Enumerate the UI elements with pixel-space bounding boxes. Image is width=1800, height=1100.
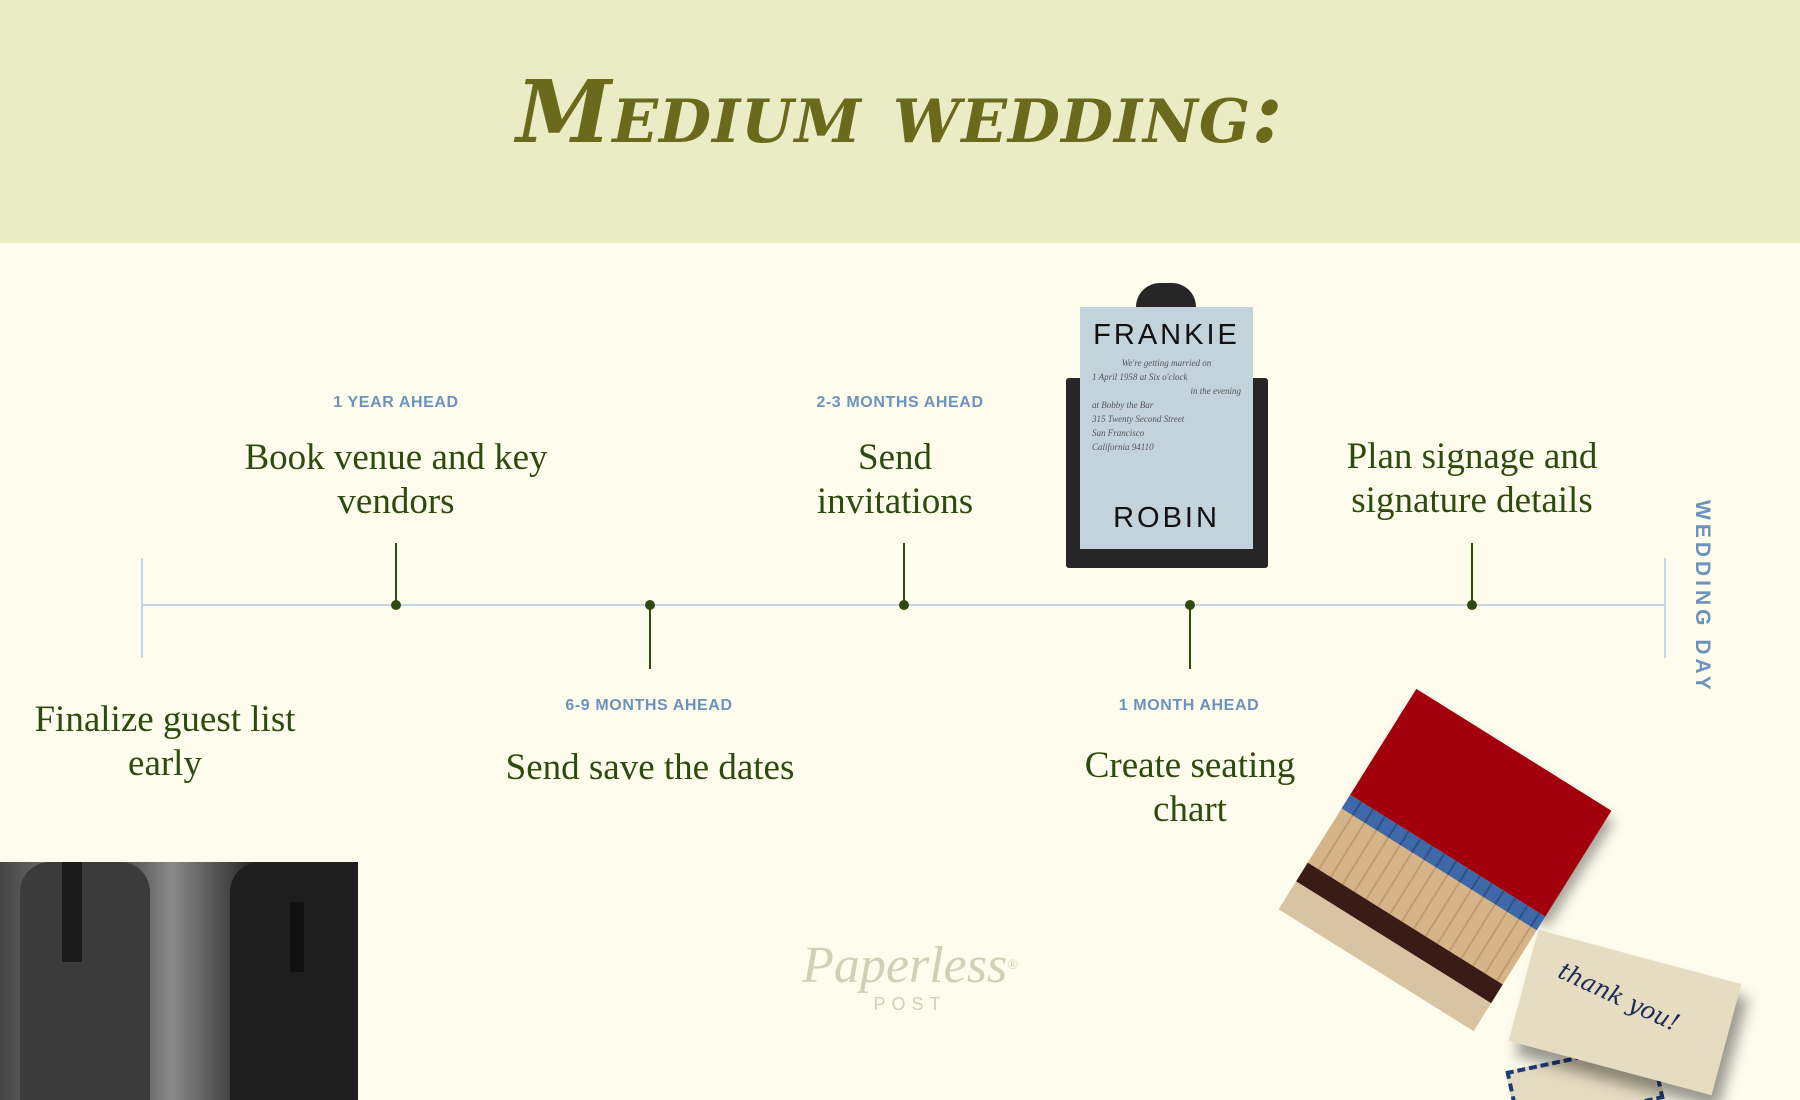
invitation-name-top: FRANKIE [1093, 319, 1240, 351]
thank-you-text: thank you! [1554, 956, 1684, 1038]
milestone-stem [903, 543, 905, 605]
milestone-stem [395, 543, 397, 605]
milestone-stem [649, 605, 651, 669]
milestone-task-signage: Plan signage and signature details [1346, 436, 1598, 521]
invitation-line: at Bobby the Bar [1092, 400, 1154, 410]
milestone-task-finalize-guest-list: Finalize guest list early [34, 699, 296, 784]
milestone-dot [899, 600, 909, 610]
invitation-details: We're getting married on 1 April 1958 at… [1080, 352, 1253, 458]
milestone-when-2-3-months: 2-3 MONTHS AHEAD [816, 394, 984, 411]
couple-photo [0, 862, 358, 1100]
milestone-when-1-month: 1 MONTH AHEAD [1118, 697, 1260, 714]
page-title: Medium wedding: [516, 62, 1284, 163]
paperless-post-logo: Paperless® POST [770, 938, 1050, 1015]
invitation-line: California 94110 [1092, 442, 1154, 452]
milestone-stem [1189, 605, 1191, 669]
milestone-task-send-invitations: Send invitations [816, 437, 974, 522]
invitation-card: FRANKIE We're getting married on 1 April… [1080, 307, 1253, 549]
photo-figure-right [230, 862, 358, 1100]
invitation-line: 315 Twenty Second Street [1092, 414, 1185, 424]
photo-tie-left [62, 862, 82, 962]
logo-sub: POST [873, 994, 947, 1014]
milestone-dot [1467, 600, 1477, 610]
header-banner: Medium wedding: [0, 0, 1800, 243]
milestone-task-seating-chart: Create seating chart [1084, 745, 1296, 830]
milestone-task-save-the-dates: Send save the dates [505, 747, 795, 788]
invitation-name-bottom: ROBIN [1113, 502, 1220, 534]
photo-tie-right [290, 902, 304, 972]
photo-figure-left [20, 862, 150, 1100]
invitation-line: San Francisco [1092, 428, 1145, 438]
logo-script: Paperless [802, 937, 1008, 994]
milestone-when-6-9-months: 6-9 MONTHS AHEAD [565, 697, 733, 714]
milestone-when-1-year: 1 YEAR AHEAD [333, 394, 459, 411]
milestone-task-book-venue: Book venue and key vendors [244, 437, 548, 522]
milestone-stem [1471, 543, 1473, 605]
milestone-dot [391, 600, 401, 610]
timeline-start-cap [141, 558, 143, 658]
invitation-line: in the evening [1190, 386, 1241, 396]
invitation-line: 1 April 1958 at Six o'clock [1092, 372, 1188, 382]
registered-mark-icon: ® [1007, 958, 1018, 973]
wedding-day-label: WEDDING DAY [1691, 500, 1714, 694]
timeline-end-cap [1664, 558, 1666, 658]
invitation-line: We're getting married on [1121, 358, 1212, 368]
